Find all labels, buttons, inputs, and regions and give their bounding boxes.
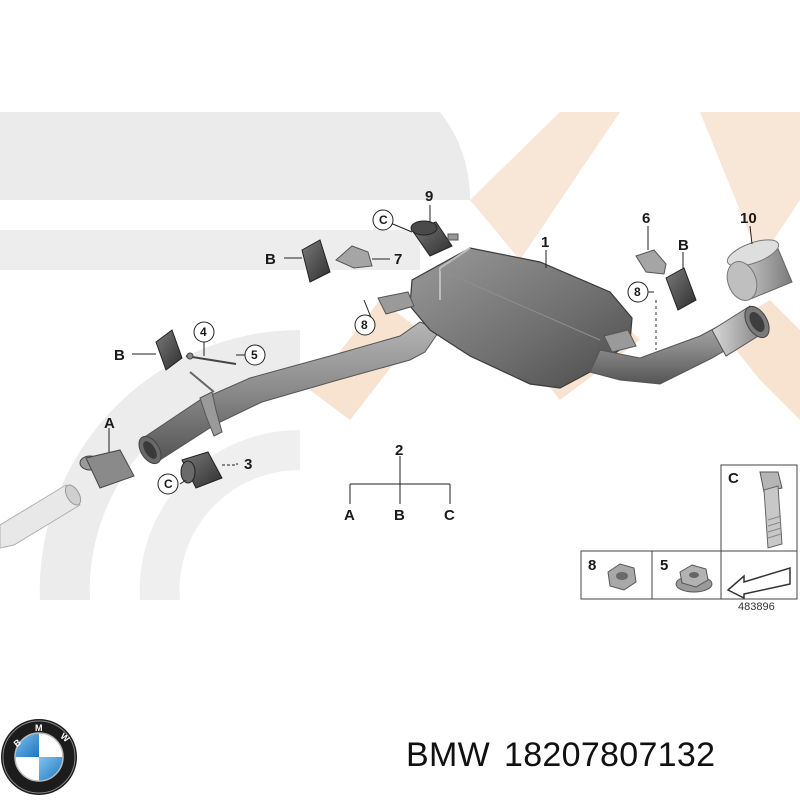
rubber-mount-9 — [410, 205, 459, 257]
reference-number: 483896 — [738, 601, 775, 613]
svg-text:C: C — [164, 477, 173, 491]
part-label-7: 7 — [394, 251, 402, 268]
circle-label-8a: 8 — [354, 314, 376, 336]
group-label-b-right: B — [678, 237, 689, 254]
clamp-a — [79, 428, 135, 489]
bolt-c-icon — [759, 471, 783, 549]
legend-label-8: 8 — [588, 557, 596, 574]
part-label-1: 1 — [541, 234, 549, 251]
svg-text:8: 8 — [634, 285, 641, 299]
circle-label-4: 4 — [193, 321, 215, 343]
svg-text:B: B — [12, 737, 24, 749]
part-caption: BMW 18207807132 — [406, 736, 729, 775]
svg-text:8: 8 — [361, 318, 368, 332]
group-label-a-top: A — [104, 415, 115, 432]
rubber-hanger-b-mid-left — [132, 329, 183, 371]
tail-pipe — [589, 305, 770, 385]
sub-label-a: A — [344, 507, 355, 524]
part-label-9: 9 — [425, 188, 433, 205]
bracket-7 — [335, 245, 390, 269]
nut-8-icon — [607, 563, 637, 591]
svg-text:4: 4 — [200, 325, 207, 339]
circle-label-c-top: C — [372, 209, 394, 231]
part-label-3: 3 — [244, 456, 252, 473]
group-label-b-top-left: B — [265, 251, 276, 268]
hardware-legend: C 8 5 — [580, 464, 798, 600]
arrow-icon — [726, 566, 791, 600]
circle-label-c-bottom: C — [157, 473, 179, 495]
part-label-6: 6 — [642, 210, 650, 227]
legend-label-5: 5 — [660, 557, 668, 574]
svg-text:5: 5 — [251, 348, 258, 362]
part-label-10: 10 — [740, 210, 757, 227]
circle-label-5: 5 — [244, 344, 266, 366]
svg-text:C: C — [379, 213, 388, 227]
circle-label-8b: 8 — [627, 281, 649, 303]
part-number: 18207807132 — [504, 736, 716, 774]
front-pipe — [0, 484, 82, 549]
leader-lines — [179, 221, 753, 504]
bolt-4-5 — [185, 340, 246, 365]
legend-label-c: C — [728, 470, 739, 487]
sub-label-b: B — [394, 507, 405, 524]
bracket-6 — [635, 226, 667, 350]
intermediate-pipe — [138, 321, 441, 465]
bmw-logo: B M W — [1, 719, 77, 795]
sub-label-c: C — [444, 507, 455, 524]
part-label-2: 2 — [395, 442, 403, 459]
rubber-hanger-b-top-left — [284, 239, 331, 283]
rubber-hanger-b-right — [665, 252, 697, 311]
brand-name: BMW — [406, 736, 490, 774]
tailpipe-trim-10 — [726, 239, 793, 301]
flange-nut-5-icon — [675, 564, 713, 593]
rubber-mount-3 — [180, 451, 236, 489]
svg-text:M: M — [35, 723, 43, 733]
group-label-b-mid-left: B — [114, 347, 125, 364]
